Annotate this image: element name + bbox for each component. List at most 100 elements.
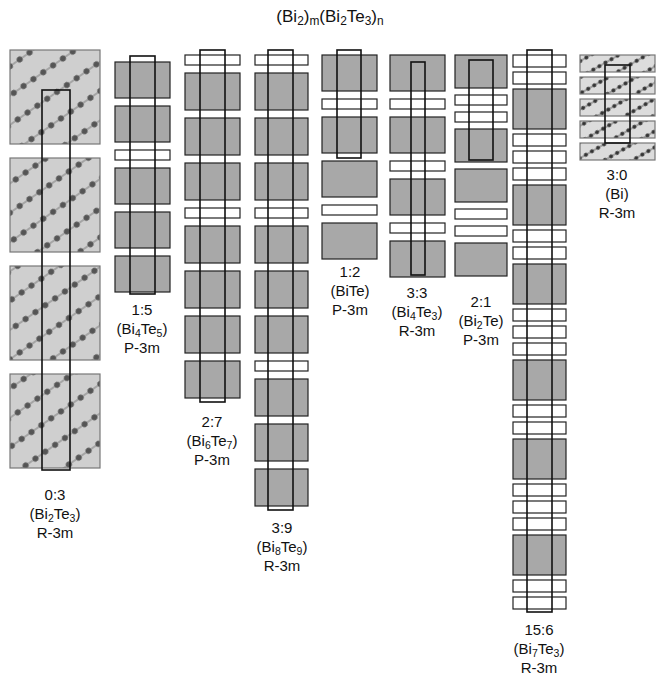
ratio-label: 3:9 (272, 518, 293, 537)
space-group-label: R-3m (521, 658, 558, 677)
title: (Bi2)m(Bi2Te3)n (276, 6, 383, 27)
bilayer (455, 95, 507, 105)
quintuple-layer (255, 316, 308, 353)
space-group-label: P-3m (332, 300, 368, 319)
structure-column (390, 55, 445, 277)
unit-cell-outline (268, 50, 293, 510)
quintuple-layer (115, 62, 170, 98)
quintuple-layer (115, 256, 170, 292)
unit-cell-outline (527, 50, 552, 612)
quintuple-layer (455, 129, 507, 162)
bilayer (513, 309, 566, 321)
formula-label: (Bi8Te9) (257, 537, 308, 556)
formula-label: (Bi2Te) (458, 311, 503, 330)
quintuple-layer (115, 212, 170, 248)
space-group-label: R-3m (264, 556, 301, 575)
structure-column (322, 50, 377, 259)
atom-layer (580, 143, 655, 160)
bilayer (513, 580, 566, 592)
bilayer (322, 205, 377, 215)
quintuple-layer (255, 226, 308, 263)
quintuple-layer (513, 439, 566, 479)
bilayer (513, 597, 566, 609)
bilayer (513, 134, 566, 146)
ratio-label: 3:0 (607, 165, 628, 184)
bilayer (185, 55, 240, 65)
atom-layer (580, 99, 655, 116)
space-group-label: R-3m (599, 203, 636, 222)
bilayer (513, 151, 566, 163)
quintuple-layer (322, 55, 377, 91)
quintuple-layer (390, 179, 445, 215)
atom-layer (10, 158, 100, 252)
structure-column (255, 50, 308, 510)
unit-cell-outline (42, 90, 70, 470)
unit-cell-outline (469, 60, 493, 160)
formula-label: (Bi7Te3) (514, 639, 565, 658)
atom-layer (10, 374, 100, 468)
quintuple-layer (513, 264, 566, 304)
quintuple-layer (390, 55, 445, 91)
ratio-label: 0:3 (45, 485, 66, 504)
atom-layer (580, 55, 655, 72)
bilayer (513, 168, 566, 180)
quintuple-layer (255, 118, 308, 155)
quintuple-layer (513, 535, 566, 575)
structure-column (513, 50, 566, 612)
quintuple-layer (255, 379, 308, 416)
space-group-label: P-3m (463, 330, 499, 349)
quintuple-layer (513, 185, 566, 225)
quintuple-layer (255, 424, 308, 461)
quintuple-layer (390, 241, 445, 277)
bilayer (513, 55, 566, 67)
bilayer (255, 208, 308, 218)
formula-label: (Bi4Te5) (117, 319, 168, 338)
quintuple-layer (185, 361, 240, 398)
atom-layer (580, 77, 655, 94)
quintuple-layer (513, 89, 566, 129)
quintuple-layer (185, 316, 240, 353)
quintuple-layer (322, 161, 377, 197)
atom-layer (580, 121, 655, 138)
formula-label: (Bi2Te3) (30, 504, 81, 523)
formula-label: (Bi) (605, 184, 628, 203)
unit-cell-outline (605, 65, 630, 143)
quintuple-layer (455, 169, 507, 202)
bilayer (322, 99, 377, 109)
space-group-label: R-3m (37, 523, 74, 542)
bilayer (513, 518, 566, 530)
formula-label: (Bi4Te3) (392, 302, 443, 321)
unit-cell-outline (337, 50, 361, 158)
quintuple-layer (455, 243, 507, 276)
ratio-label: 3:3 (407, 283, 428, 302)
quintuple-layer (185, 226, 240, 263)
bilayer (513, 501, 566, 513)
quintuple-layer (255, 163, 308, 200)
structure-column (455, 55, 507, 276)
quintuple-layer (513, 360, 566, 400)
formula-label: (Bi6Te7) (187, 431, 238, 450)
quintuple-layer (255, 73, 308, 110)
quintuple-layer (322, 117, 377, 153)
unit-cell-outline (411, 62, 425, 275)
bilayer (513, 422, 566, 434)
unit-cell-outline (200, 50, 225, 402)
ratio-label: 1:2 (340, 262, 361, 281)
unit-cell-outline (130, 56, 155, 294)
bilayer (390, 223, 445, 233)
quintuple-layer (322, 223, 377, 259)
structure-column (185, 50, 240, 402)
atom-layer (10, 50, 100, 144)
bilayer (513, 230, 566, 242)
bilayer (390, 161, 445, 171)
bilayer (185, 208, 240, 218)
ratio-label: 15:6 (524, 620, 553, 639)
structure-column (580, 55, 655, 160)
quintuple-layer (185, 118, 240, 155)
bilayer (513, 247, 566, 259)
quintuple-layer (255, 271, 308, 308)
ratio-label: 2:7 (202, 412, 223, 431)
ratio-label: 1:5 (132, 300, 153, 319)
bilayer (513, 343, 566, 355)
